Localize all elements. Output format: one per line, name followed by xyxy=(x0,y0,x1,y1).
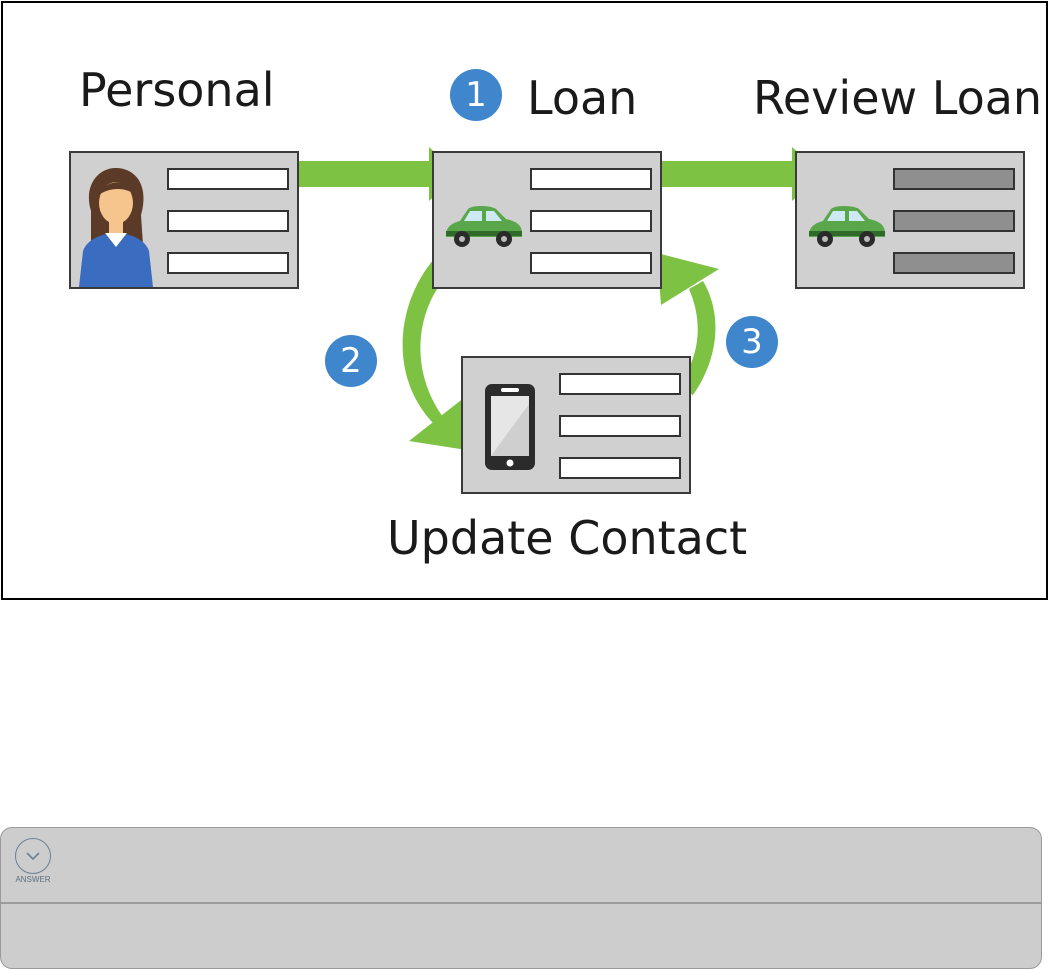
personal-card xyxy=(69,151,299,289)
person-avatar-icon xyxy=(77,165,155,287)
answer-toggle-ring xyxy=(15,838,51,874)
loan-field-2 xyxy=(530,210,652,232)
loan-field-3 xyxy=(530,252,652,274)
contact-field-1 xyxy=(559,373,681,395)
car-icon xyxy=(442,201,524,249)
smartphone-icon xyxy=(483,382,537,472)
personal-field-2 xyxy=(167,210,289,232)
answer-panel: ANSWER xyxy=(0,827,1042,969)
answer-divider xyxy=(1,902,1041,904)
loan-field-1 xyxy=(530,168,652,190)
contact-field-2 xyxy=(559,415,681,437)
review-field-2 xyxy=(893,210,1015,232)
chevron-down-icon xyxy=(16,839,50,873)
personal-field-3 xyxy=(167,252,289,274)
review-field-1 xyxy=(893,168,1015,190)
arrows-layer xyxy=(3,3,1046,598)
flow-diagram: Personal Loan Review Loan Update Contact… xyxy=(1,1,1048,600)
update-contact-card xyxy=(461,356,691,494)
contact-field-3 xyxy=(559,457,681,479)
answer-toggle-button[interactable]: ANSWER xyxy=(11,838,55,884)
review-field-3 xyxy=(893,252,1015,274)
answer-toggle-label: ANSWER xyxy=(11,875,55,884)
loan-card xyxy=(432,151,662,289)
car-icon xyxy=(805,201,887,249)
review-loan-card xyxy=(795,151,1025,289)
personal-field-1 xyxy=(167,168,289,190)
